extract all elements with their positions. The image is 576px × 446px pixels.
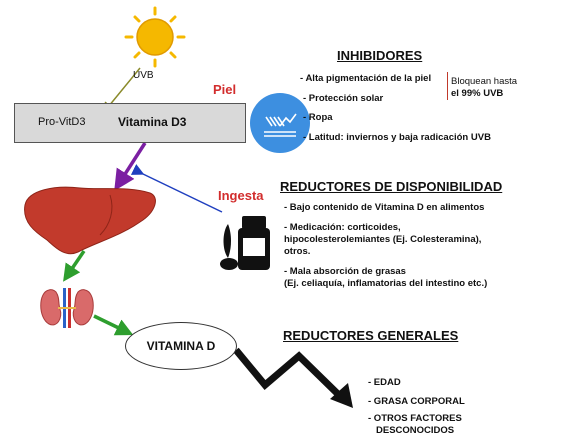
availability-title: REDUCTORES DE DISPONIBILIDAD — [280, 179, 503, 194]
inhibitor-item: - Protección solar — [303, 93, 384, 104]
skin-label: Piel — [213, 82, 237, 97]
skin-uv-icon — [250, 93, 310, 153]
skin-to-liver-arrow — [114, 142, 147, 191]
vitamin-d-oval — [125, 322, 237, 370]
inhibitors-title: INHIBIDORES — [337, 48, 423, 63]
inhibitors-divider — [447, 72, 448, 100]
general-item: - EDAD — [368, 377, 401, 388]
provit-label: Pro-VitD3 — [38, 116, 86, 128]
food-supplement-icon — [218, 216, 270, 270]
vitd3-label: Vitamina D3 — [118, 115, 187, 129]
availability-item: - Bajo contenido de Vitamina D en alimen… — [284, 202, 485, 213]
liver-icon — [24, 186, 156, 255]
general-title: REDUCTORES GENERALES — [283, 328, 459, 343]
trend-arrow-head — [330, 383, 353, 408]
inhibitors-note-1: Bloquean hasta — [451, 76, 518, 87]
ingesta-label: Ingesta — [218, 188, 264, 203]
availability-item: - Mala absorción de grasas (Ej. celiaquí… — [284, 266, 488, 289]
inhibitor-item: - Alta pigmentación de la piel — [300, 73, 432, 84]
uvb-label: UVB — [133, 70, 154, 81]
ingesta-to-liver-arrow — [130, 164, 223, 213]
skin-box — [14, 103, 246, 143]
downward-trend-arrow-icon — [233, 347, 345, 401]
liver-to-kidney-arrow — [63, 250, 86, 282]
vitamin-d-label: VITAMINA D — [146, 339, 216, 353]
inhibitors-note-2: el 99% UVB — [451, 88, 504, 99]
general-item: - OTROS FACTORES DESCONOCIDOS — [368, 413, 462, 436]
kidney-icon — [40, 288, 94, 328]
sun-icon — [124, 6, 186, 68]
inhibitor-item: - Latitud: inviernos y baja radicación U… — [303, 132, 491, 143]
availability-item: - Medicación: corticoides, hipocolestero… — [284, 222, 482, 257]
general-item: - GRASA CORPORAL — [368, 396, 465, 407]
inhibitor-item: - Ropa — [303, 112, 333, 123]
kidney-to-vitd-arrow — [93, 314, 134, 336]
